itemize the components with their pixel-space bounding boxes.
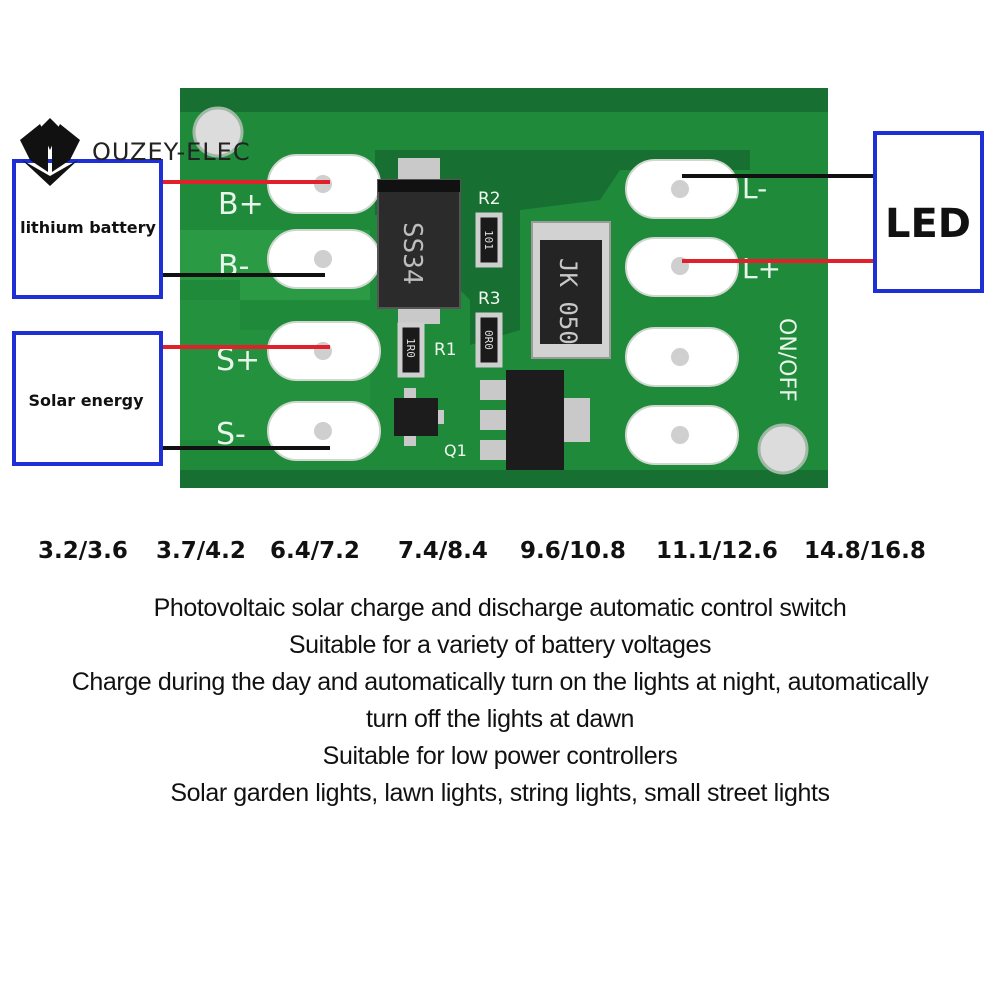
mosfet	[480, 370, 590, 470]
voltage-item: 11.1/12.6	[656, 538, 778, 564]
inductor-jk050: JK 050	[531, 221, 611, 359]
pad-label-b-plus: B+	[218, 187, 264, 222]
pad-label-l-plus: L+	[742, 252, 781, 285]
battery-box	[12, 159, 163, 299]
pad-s-minus	[267, 401, 381, 461]
brand-name: OUZEY-ELEC	[92, 138, 251, 166]
voltage-item: 7.4/8.4	[398, 538, 488, 564]
resistor-r3: 0R0	[475, 312, 503, 368]
inductor-label: JK 050	[554, 258, 582, 345]
pad-switch-1	[625, 327, 739, 387]
description-line: Photovoltaic solar charge and discharge …	[153, 594, 847, 622]
description-line: Solar garden lights, lawn lights, string…	[170, 779, 830, 807]
solar-label: Solar energy	[28, 391, 144, 410]
resistor-r2: 101	[475, 212, 503, 268]
pcb-top-shade	[180, 88, 828, 112]
r2-label: R2	[478, 189, 501, 209]
solar-box	[12, 331, 163, 466]
description-line: turn off the lights at dawn	[365, 705, 635, 733]
brand-logo-icon	[20, 118, 80, 186]
pad-l-minus	[625, 159, 739, 219]
q1-label: Q1	[444, 441, 467, 460]
r2-code: 101	[482, 230, 495, 250]
voltage-item: 9.6/10.8	[520, 538, 626, 564]
resistor-r1: 1R0	[397, 322, 425, 378]
mounting-hole	[757, 423, 809, 475]
diode-label: SS34	[397, 222, 427, 285]
r3-label: R3	[478, 289, 501, 309]
voltage-item: 3.7/4.2	[156, 538, 246, 564]
description-line: Suitable for a variety of battery voltag…	[288, 631, 712, 659]
pcb-trace	[375, 150, 750, 345]
voltage-item: 3.2/3.6	[38, 538, 128, 564]
voltage-item: 6.4/7.2	[270, 538, 360, 564]
pad-l-plus	[625, 237, 739, 297]
pad-switch-2	[625, 405, 739, 465]
r1-label: R1	[434, 340, 457, 360]
mounting-hole	[192, 106, 244, 158]
r3-code: 0R0	[482, 330, 495, 350]
description-line: Suitable for low power controllers	[322, 742, 678, 770]
r1-code: 1R0	[404, 338, 417, 358]
pad-label-b-minus: B-	[218, 249, 249, 284]
description-line: Charge during the day and automatically …	[71, 668, 929, 696]
voltage-item: 14.8/16.8	[804, 538, 926, 564]
led-label: LED	[885, 201, 971, 247]
pad-s-plus	[267, 321, 381, 381]
diode-ss34: SS34	[377, 158, 461, 324]
led-box	[873, 131, 984, 293]
pad-b-minus	[267, 229, 381, 289]
battery-label: lithium battery	[20, 218, 156, 237]
switch-label: ON/OFF	[774, 318, 799, 402]
transistor-q1	[394, 388, 444, 446]
pcb-bottom-edge	[180, 470, 828, 488]
